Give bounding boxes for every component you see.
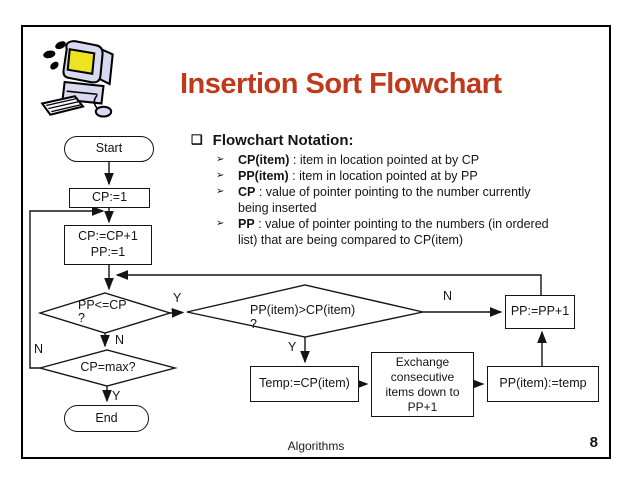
flow-node-pp-incr: PP:=PP+1: [505, 295, 575, 329]
arrow-pplecp-yes: [169, 308, 185, 318]
notation-header: ❑ Flowchart Notation:: [191, 132, 601, 149]
slide-canvas: Insertion Sort Flowchart ❑ Flowchart Not…: [21, 25, 611, 459]
arrow-bullet-icon: ➢: [216, 186, 225, 197]
notation-item: ➢ CP(item) : item in location pointed at…: [216, 152, 601, 168]
notation-term: CP(item): [238, 153, 290, 167]
flow-node-cp-incr: CP:=CP+1 PP:=1: [64, 225, 152, 265]
arrow-bullet-icon: ➢: [216, 170, 225, 181]
decision-cp-max-label: CP=max?: [80, 360, 136, 374]
notation-text: : value of pointer pointing to the numbe…: [238, 185, 531, 215]
notation-header-label: Flowchart Notation:: [212, 132, 354, 149]
notation-text: : item in location pointed at by CP: [289, 153, 480, 167]
flow-node-end: End: [64, 405, 149, 432]
branch-label-no: N: [443, 289, 453, 303]
branch-label-yes: Y: [112, 389, 121, 403]
flow-node-start: Start: [64, 136, 154, 162]
notation-term: CP: [238, 185, 256, 199]
branch-label-yes: Y: [173, 291, 182, 305]
notation-term: PP: [238, 217, 255, 231]
square-bullet-icon: ❑: [191, 132, 203, 147]
flow-node-cp-init: CP:=1: [69, 188, 150, 208]
arrow-cpmax-no-feedback: [29, 206, 105, 369]
flow-node-exchange: Exchange consecutive items down to PP+1: [371, 352, 474, 417]
branch-label-yes: Y: [288, 340, 297, 354]
notation-list: ❑ Flowchart Notation: ➢ CP(item) : item …: [191, 132, 601, 248]
decision-pp-le-cp-shape: [37, 292, 173, 334]
branch-label-no: N: [115, 333, 125, 347]
arrow-bullet-icon: ➢: [216, 154, 225, 165]
footer-page-number: 8: [589, 434, 598, 451]
decision-pp-le-cp-label: PP<=CP ?: [78, 298, 127, 325]
notation-text: : value of pointer pointing to the numbe…: [238, 217, 549, 247]
decision-ppitem-gt-cpitem-label: PP(item)>CP(item) ?: [250, 303, 356, 331]
branch-label-no: N: [34, 342, 44, 356]
footer-course-label: Algorithms: [287, 439, 345, 453]
flow-node-temp-assign: Temp:=CP(item): [250, 366, 359, 402]
arrow-bullet-icon: ➢: [216, 218, 225, 229]
flow-node-pp-item-temp: PP(item):=temp: [487, 366, 599, 402]
page-title: Insertion Sort Flowchart: [180, 68, 502, 100]
decision-cp-max-shape: [37, 349, 178, 387]
notation-text: : item in location pointed at by PP: [288, 169, 478, 183]
notation-item: ➢ CP : value of pointer pointing to the …: [216, 184, 601, 216]
notation-item: ➢ PP : value of pointer pointing to the …: [216, 216, 601, 248]
flowchart-connectors: [29, 162, 547, 403]
decision-ppitem-gt-cpitem-shape: [186, 284, 424, 338]
notation-item: ➢ PP(item) : item in location pointed at…: [216, 168, 601, 184]
computer-clipart-icon: [40, 40, 114, 118]
arrow-ppincr-feedback: [115, 270, 542, 295]
notation-term: PP(item): [238, 169, 289, 183]
